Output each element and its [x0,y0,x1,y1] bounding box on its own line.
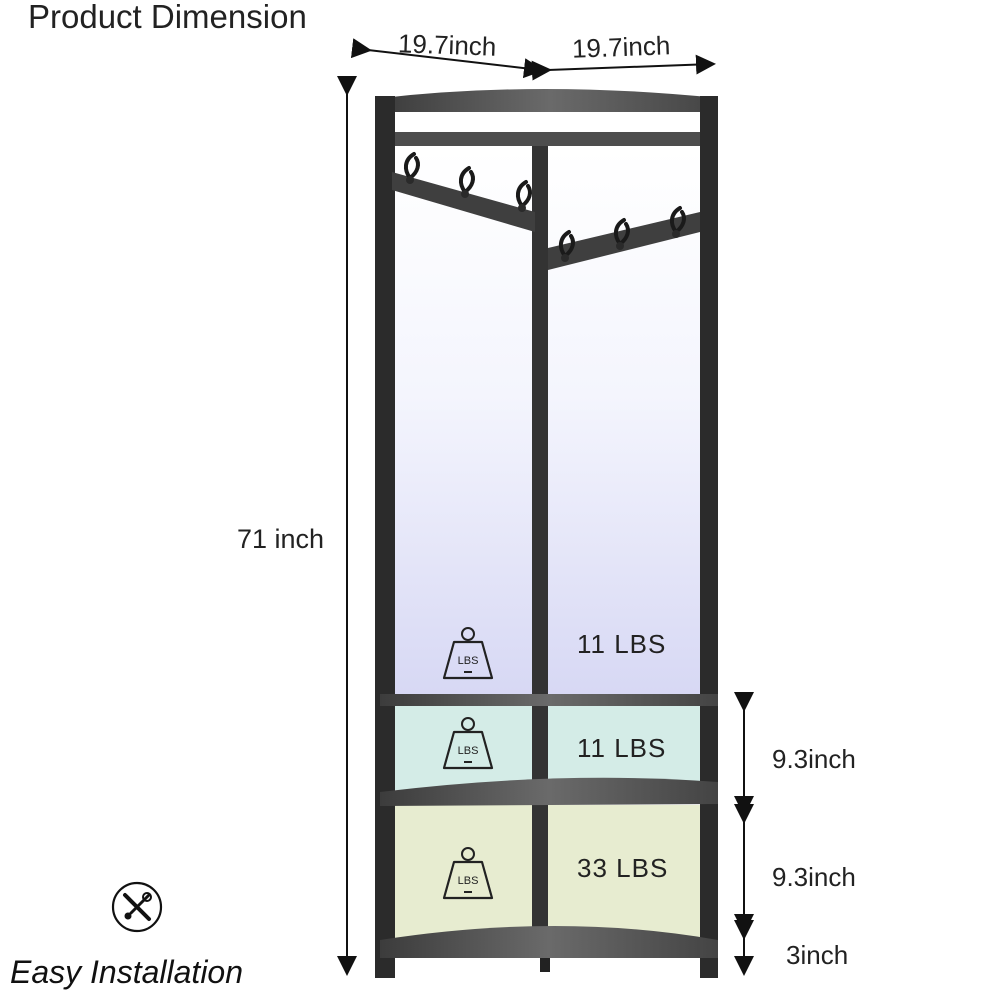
shelf-gap-2-label: 9.3inch [772,862,856,892]
upper-shelf [380,694,718,706]
easy-installation-label: Easy Installation [10,954,244,990]
height-label: 71 inch [237,524,325,554]
width-right-label: 19.7inch [571,30,671,64]
weight-icon: LBS [442,716,494,770]
width-right-line [531,54,716,81]
weight-icon: LBS [442,626,494,680]
base-height-label: 3inch [786,940,849,970]
center-post [532,146,548,958]
right-post [700,96,718,978]
svg-text:LBS: LBS [458,655,479,667]
left-post [375,96,395,978]
width-left-label: 19.7inch [397,28,497,62]
upper-load-label: 11 LBS [577,629,667,659]
middle-shelf [380,777,718,806]
shelf-gap-1-label: 9.3inch [772,744,856,774]
tools-icon [111,881,163,933]
svg-text:LBS: LBS [458,745,479,757]
weight-icon: LBS [442,846,494,900]
width-left-line [350,38,544,79]
bottom-shelf [380,926,718,958]
foot-center [540,958,550,972]
hook-bar-top [388,132,714,146]
svg-text:LBS: LBS [458,875,479,887]
page-title: Product Dimension [28,0,307,35]
lower-load-label: 33 LBS [577,853,669,883]
middle-load-label: 11 LBS [577,733,667,763]
left-hook-rail [392,172,535,232]
top-shelf [382,89,718,112]
